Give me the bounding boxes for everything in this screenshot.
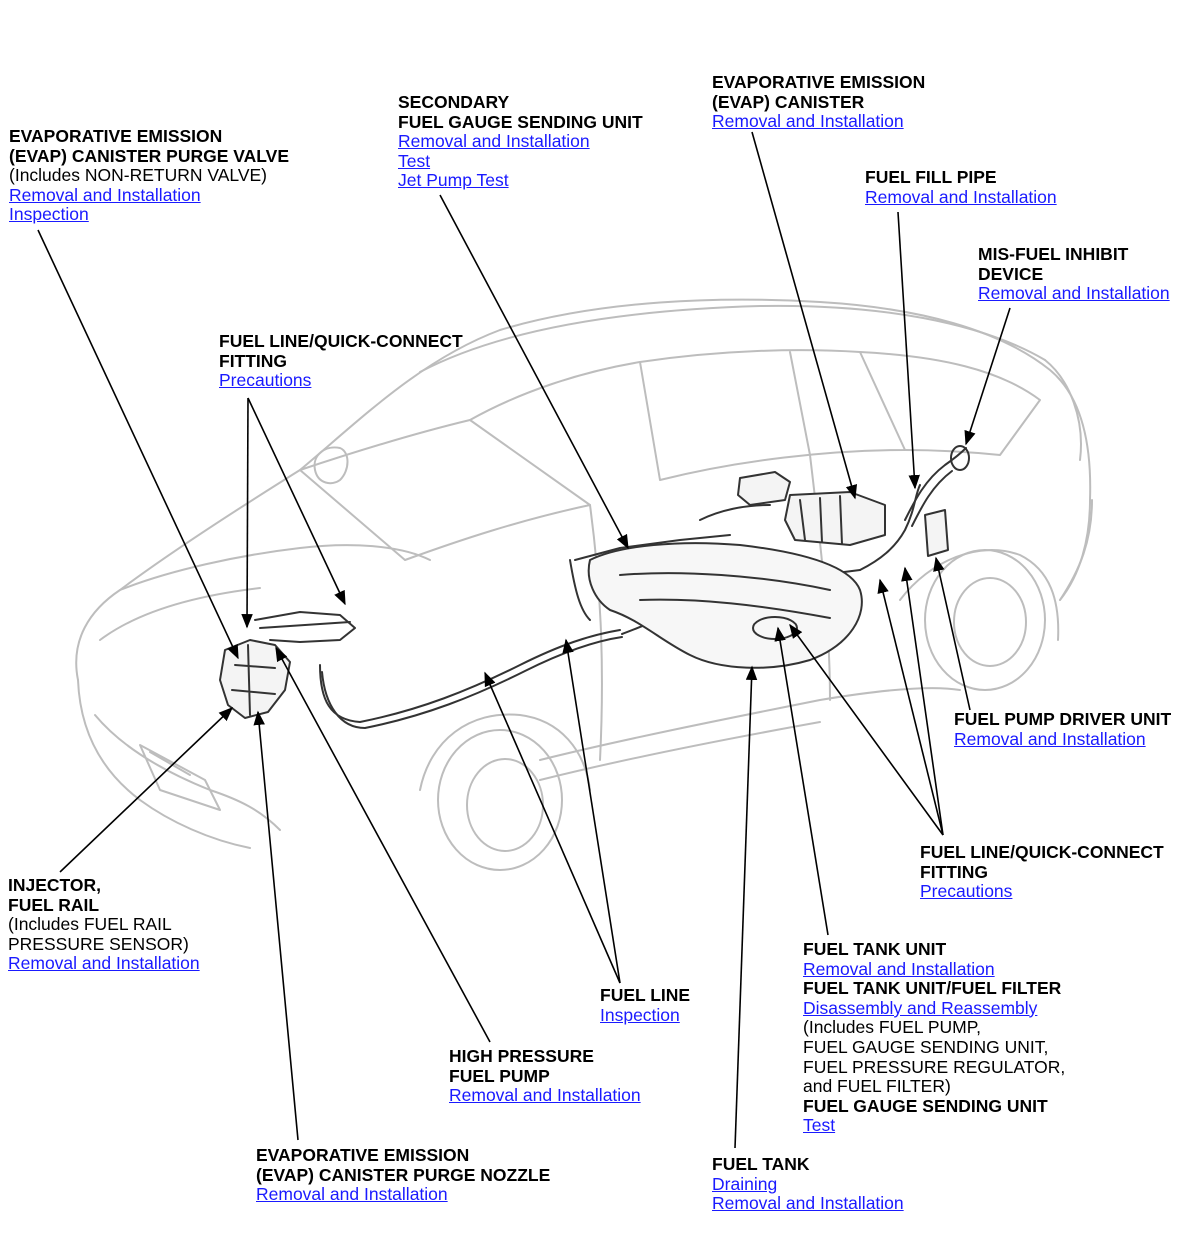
removal-installation-link[interactable]: Removal and Installation xyxy=(256,1184,448,1205)
removal-installation-link[interactable]: Removal and Installation xyxy=(398,131,590,152)
removal-installation-link[interactable]: Removal and Installation xyxy=(712,1193,904,1214)
callout-fuel-line: FUEL LINE Inspection xyxy=(600,985,691,1025)
removal-installation-link[interactable]: Removal and Installation xyxy=(8,953,200,974)
callout-fuel-tank: FUEL TANK Draining Removal and Installat… xyxy=(712,1154,904,1214)
callout-evap-canister: EVAPORATIVE EMISSION (EVAP) CANISTER Rem… xyxy=(712,72,926,132)
removal-installation-link[interactable]: Removal and Installation xyxy=(9,184,201,205)
callout-title: EVAPORATIVE EMISSION xyxy=(256,1145,470,1165)
callout-title: FUEL PUMP DRIVER UNIT xyxy=(954,709,1172,729)
callout-title: DEVICE xyxy=(978,263,1044,284)
test-link[interactable]: Test xyxy=(398,150,431,171)
callout-note: (Includes FUEL RAIL xyxy=(8,914,172,935)
leader-lines xyxy=(37,131,1011,1149)
callout-title: FUEL LINE/QUICK-CONNECT xyxy=(219,331,463,351)
callout-fuel-fill-pipe: FUEL FILL PIPE Removal and Installation xyxy=(865,167,1057,207)
precautions-link[interactable]: Precautions xyxy=(920,881,1013,902)
callout-quick-connect-front: FUEL LINE/QUICK-CONNECT FITTING Precauti… xyxy=(219,331,463,391)
callout-injector-fuel-rail: INJECTOR, FUEL RAIL (Includes FUEL RAIL … xyxy=(8,875,200,974)
callout-note: and FUEL FILTER) xyxy=(803,1076,951,1097)
callout-title: EVAPORATIVE EMISSION xyxy=(712,72,926,92)
callout-title: FITTING xyxy=(920,861,989,882)
removal-installation-link[interactable]: Removal and Installation xyxy=(449,1085,641,1106)
draining-link[interactable]: Draining xyxy=(712,1173,778,1194)
callout-title: EVAPORATIVE EMISSION xyxy=(9,126,223,146)
removal-installation-link[interactable]: Removal and Installation xyxy=(978,283,1170,304)
callout-mis-fuel-inhibit: MIS-FUEL INHIBIT DEVICE Removal and Inst… xyxy=(978,244,1170,304)
callout-note: (Includes FUEL PUMP, xyxy=(803,1017,981,1038)
test-link[interactable]: Test xyxy=(803,1115,836,1136)
callout-title: MIS-FUEL INHIBIT xyxy=(978,244,1129,264)
callout-note: FUEL GAUGE SENDING UNIT, xyxy=(803,1036,1049,1057)
callout-title: INJECTOR, xyxy=(8,875,102,895)
callout-title: FUEL FILL PIPE xyxy=(865,167,997,187)
callout-note: PRESSURE SENSOR) xyxy=(8,933,189,954)
callout-title: HIGH PRESSURE xyxy=(449,1046,594,1066)
callout-note: FUEL PRESSURE REGULATOR, xyxy=(803,1056,1066,1077)
removal-installation-link[interactable]: Removal and Installation xyxy=(865,186,1057,207)
fuel-system-components xyxy=(219,445,970,729)
inspection-link[interactable]: Inspection xyxy=(9,204,89,225)
callout-title: FUEL LINE xyxy=(600,985,691,1005)
callout-title: (EVAP) CANISTER PURGE NOZZLE xyxy=(256,1164,551,1185)
callout-evap-purge-valve: EVAPORATIVE EMISSION (EVAP) CANISTER PUR… xyxy=(9,126,290,225)
removal-installation-link[interactable]: Removal and Installation xyxy=(954,728,1146,749)
callout-title: (EVAP) CANISTER PURGE VALVE xyxy=(9,145,290,166)
removal-installation-link[interactable]: Removal and Installation xyxy=(803,958,995,979)
callout-title: (EVAP) CANISTER xyxy=(712,91,865,112)
callout-title: FUEL LINE/QUICK-CONNECT xyxy=(920,842,1164,862)
callout-title: FUEL TANK UNIT xyxy=(803,939,947,959)
callout-title: SECONDARY xyxy=(398,92,510,112)
callout-title: FUEL RAIL xyxy=(8,894,100,915)
inspection-link[interactable]: Inspection xyxy=(600,1004,680,1025)
removal-installation-link[interactable]: Removal and Installation xyxy=(712,111,904,132)
callout-fuel-pump-driver: FUEL PUMP DRIVER UNIT Removal and Instal… xyxy=(954,709,1172,749)
callout-title: FUEL TANK UNIT/FUEL FILTER xyxy=(803,978,1062,999)
callout-title: FUEL TANK xyxy=(712,1154,810,1174)
precautions-link[interactable]: Precautions xyxy=(219,370,312,391)
callout-title: FUEL PUMP xyxy=(449,1065,550,1086)
callout-secondary-gauge-unit: SECONDARY FUEL GAUGE SENDING UNIT Remova… xyxy=(398,92,643,191)
callout-quick-connect-rear: FUEL LINE/QUICK-CONNECT FITTING Precauti… xyxy=(920,842,1164,902)
callout-title: FITTING xyxy=(219,350,288,371)
jet-pump-test-link[interactable]: Jet Pump Test xyxy=(398,170,509,191)
callout-title: FUEL GAUGE SENDING UNIT xyxy=(398,111,643,132)
callout-evap-purge-nozzle: EVAPORATIVE EMISSION (EVAP) CANISTER PUR… xyxy=(256,1145,551,1205)
callout-title: FUEL GAUGE SENDING UNIT xyxy=(803,1095,1048,1116)
disassembly-reassembly-link[interactable]: Disassembly and Reassembly xyxy=(803,997,1038,1018)
car-body-outline xyxy=(75,298,1093,871)
callout-note: (Includes NON-RETURN VALVE) xyxy=(9,165,268,186)
callout-fuel-tank-unit: FUEL TANK UNIT Removal and Installation … xyxy=(803,939,1066,1136)
callout-high-pressure-pump: HIGH PRESSURE FUEL PUMP Removal and Inst… xyxy=(449,1046,641,1106)
